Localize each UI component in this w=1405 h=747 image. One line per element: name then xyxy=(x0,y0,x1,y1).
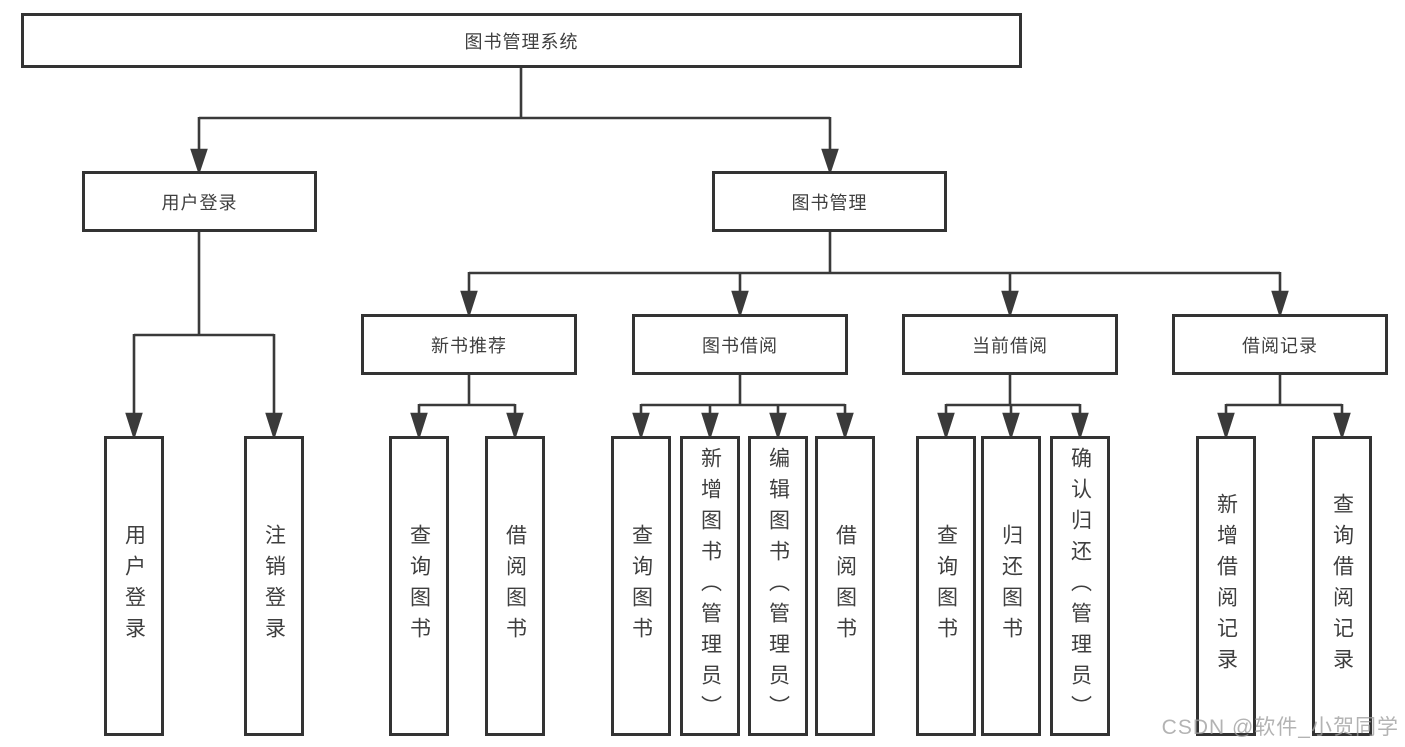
node-label: 新书推荐 xyxy=(431,335,507,356)
leaf-nbr-borrow-book: 借阅图书 xyxy=(485,436,545,736)
node-label: 借阅图书 xyxy=(503,524,527,648)
leaf-nbr-query-book: 查询图书 xyxy=(389,436,449,736)
leaf-cb-confirm-return-admin: 确认归还（管理员） xyxy=(1050,436,1110,736)
node-label: 用户登录 xyxy=(122,524,146,648)
leaf-bb-query-book: 查询图书 xyxy=(611,436,671,736)
leaf-cb-query-book: 查询图书 xyxy=(916,436,976,736)
leaf-cb-return-book: 归还图书 xyxy=(981,436,1041,736)
node-book-borrow: 图书借阅 xyxy=(632,314,848,375)
node-label: 新增图书（管理员） xyxy=(698,446,722,726)
node-label: 查询图书 xyxy=(629,524,653,648)
leaf-br-query-record: 查询借阅记录 xyxy=(1312,436,1372,736)
node-library-management-system: 图书管理系统 xyxy=(21,13,1022,68)
node-label: 编辑图书（管理员） xyxy=(766,446,790,726)
leaf-br-add-record: 新增借阅记录 xyxy=(1196,436,1256,736)
leaf-logout: 注销登录 xyxy=(244,436,304,736)
node-label: 注销登录 xyxy=(262,524,286,648)
leaf-bb-add-book-admin: 新增图书（管理员） xyxy=(680,436,740,736)
node-label: 图书管理 xyxy=(791,192,868,213)
node-label: 查询图书 xyxy=(407,524,431,648)
leaf-bb-borrow-book: 借阅图书 xyxy=(815,436,875,736)
node-label: 确认归还（管理员） xyxy=(1068,446,1092,726)
node-label: 图书管理系统 xyxy=(464,31,579,52)
node-label: 新增借阅记录 xyxy=(1214,493,1238,679)
node-borrow-records: 借阅记录 xyxy=(1172,314,1388,375)
leaf-user-login: 用户登录 xyxy=(104,436,164,736)
leaf-bb-edit-book-admin: 编辑图书（管理员） xyxy=(748,436,808,736)
node-label: 查询图书 xyxy=(934,524,958,648)
node-label: 当前借阅 xyxy=(972,335,1048,356)
node-label: 借阅图书 xyxy=(833,524,857,648)
node-new-book-recommend: 新书推荐 xyxy=(361,314,577,375)
node-label: 查询借阅记录 xyxy=(1330,493,1354,679)
node-label: 归还图书 xyxy=(999,524,1023,648)
node-label: 借阅记录 xyxy=(1242,335,1318,356)
node-label: 用户登录 xyxy=(161,192,238,213)
node-current-borrow: 当前借阅 xyxy=(902,314,1118,375)
node-user-login: 用户登录 xyxy=(82,171,317,232)
node-label: 图书借阅 xyxy=(702,335,778,356)
node-book-management: 图书管理 xyxy=(712,171,947,232)
